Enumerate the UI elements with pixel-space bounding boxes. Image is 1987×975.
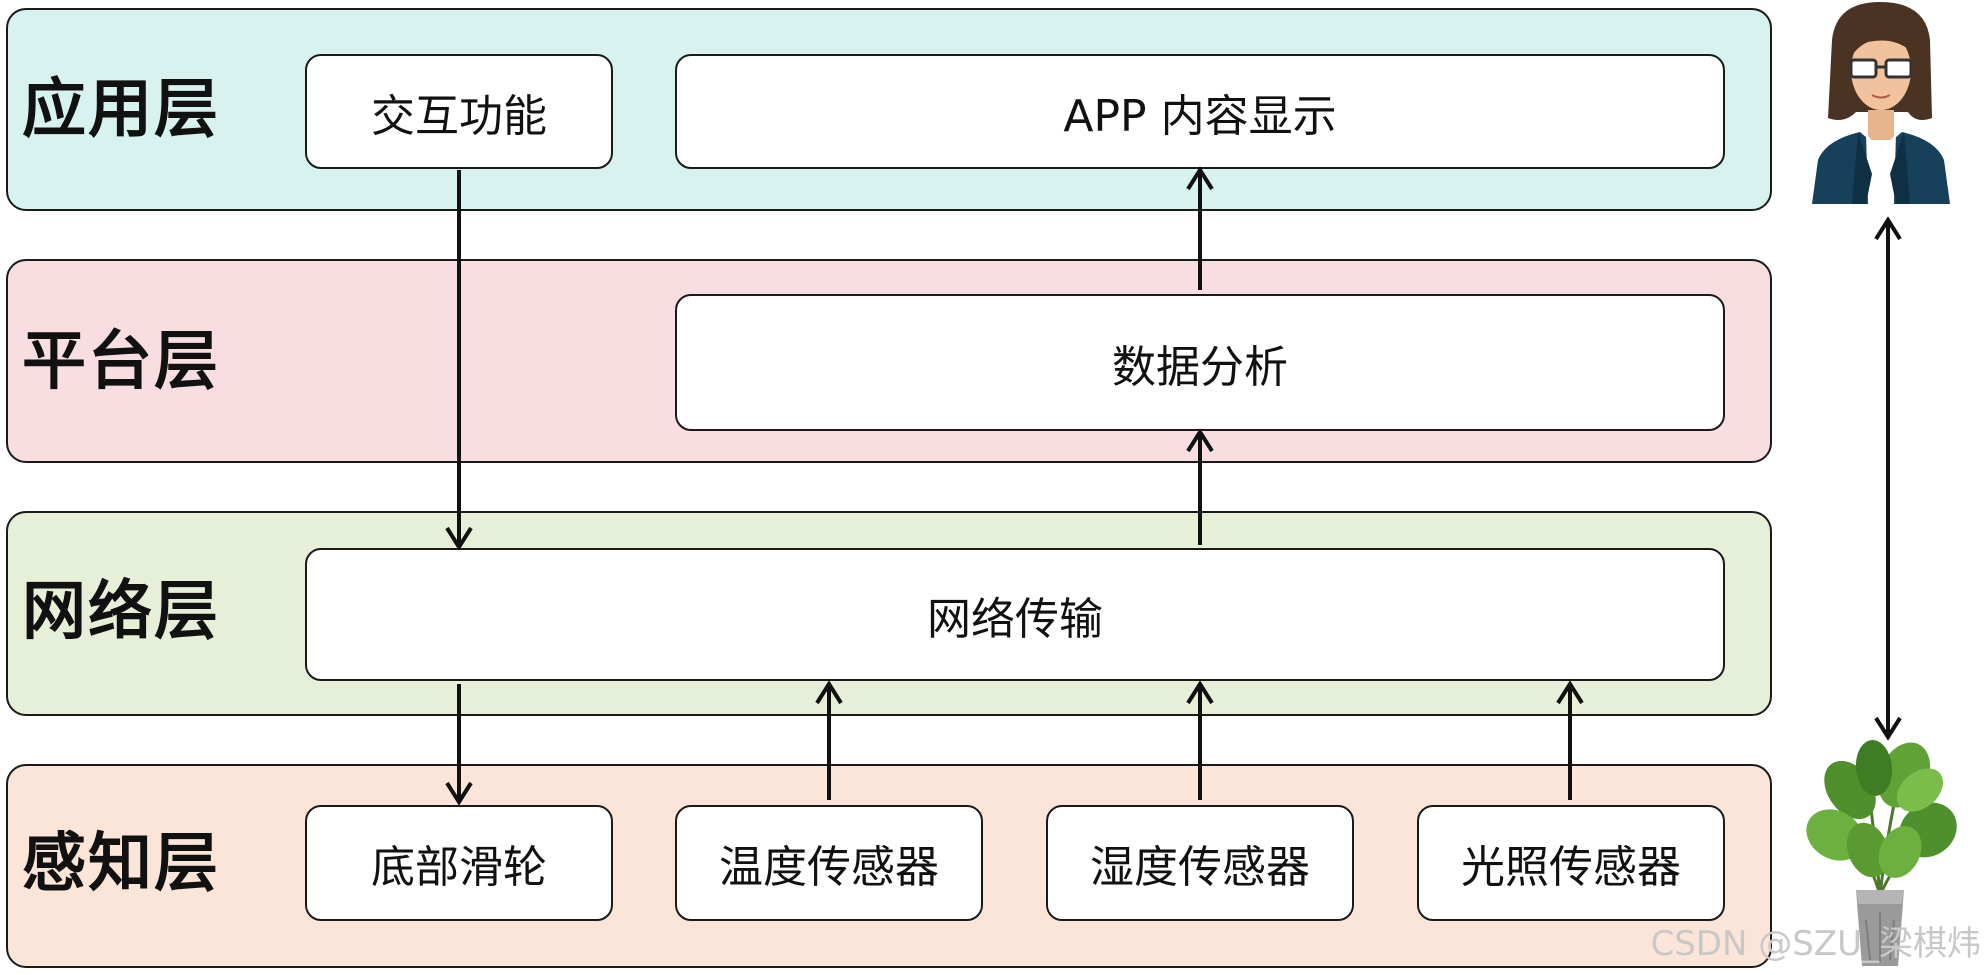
network-layer-label: 网络层 xyxy=(22,574,220,649)
light-sensor-box: 光照传感器 xyxy=(1417,805,1725,921)
interaction-function-box: 交互功能 xyxy=(305,54,613,169)
bottom-pulley-box: 底部滑轮 xyxy=(305,805,613,921)
humidity-sensor-box: 湿度传感器 xyxy=(1046,805,1354,921)
app-content-display-box: APP 内容显示 xyxy=(675,54,1725,169)
temperature-sensor-box: 温度传感器 xyxy=(675,805,983,921)
application-layer-label: 应用层 xyxy=(22,72,220,147)
platform-layer-label: 平台层 xyxy=(22,324,220,399)
watermark-text: CSDN @SZU_梁棋炜 xyxy=(1650,924,1981,964)
person-icon xyxy=(1812,2,1950,204)
network-transmission-box: 网络传输 xyxy=(305,548,1725,681)
perception-layer-label: 感知层 xyxy=(22,826,220,901)
data-analysis-box: 数据分析 xyxy=(675,294,1725,431)
